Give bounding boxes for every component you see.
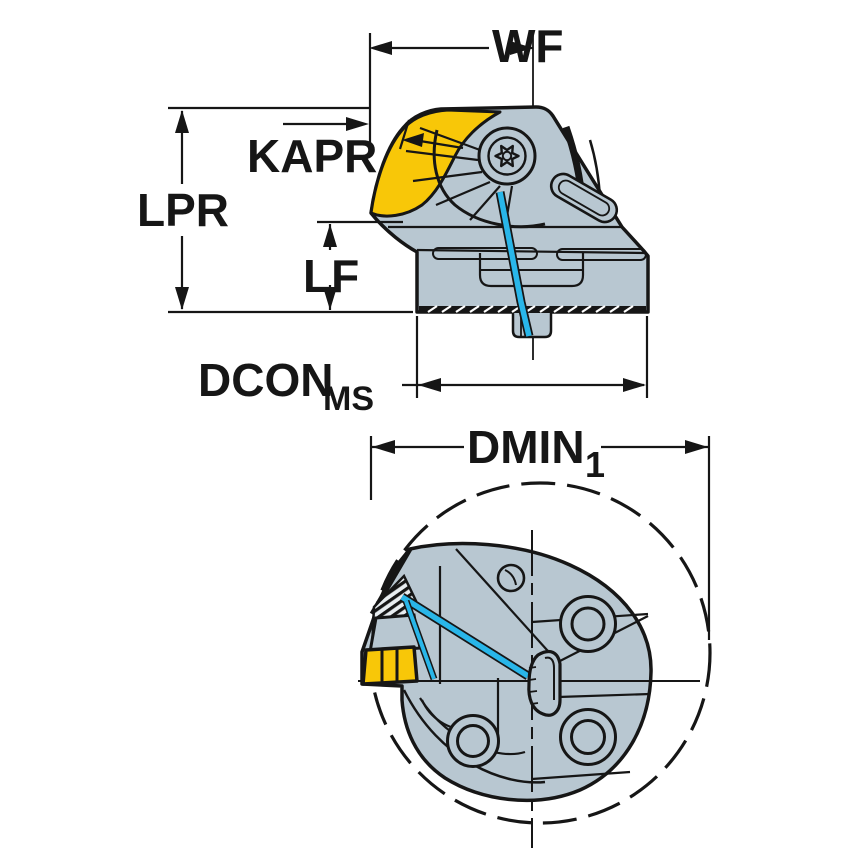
cutting-insert-front — [361, 645, 419, 686]
dmin-arrow-right — [685, 440, 708, 454]
kapr-arrow-right — [346, 117, 369, 131]
flange-pocket — [478, 253, 585, 288]
lf-arrow-top — [323, 224, 337, 247]
dim-label-kapr: KAPR — [247, 130, 377, 182]
dmin-arrow-left — [372, 440, 395, 454]
clamp-facet-lines — [405, 126, 514, 229]
dimension-dmin: DMIN 1 — [369, 421, 711, 640]
screw-holes — [446, 595, 617, 768]
dim-label-lf: LF — [303, 250, 359, 302]
dim-label-dmin: DMIN — [467, 421, 585, 473]
serrated-bottom-edge — [419, 305, 646, 313]
coolant-channel-side — [497, 191, 532, 337]
lf-arrow-bottom — [323, 287, 337, 310]
flange-top-line — [416, 248, 647, 255]
torx-socket — [494, 144, 520, 168]
dim-label-dcon-subscript: MS — [323, 380, 374, 418]
coolant-channel-front-1 — [400, 594, 530, 679]
dcon-arrow-left — [418, 378, 441, 392]
dimension-lf: LF — [303, 220, 403, 310]
wf-arrow-left — [369, 41, 392, 55]
dcon-arrow-right — [623, 378, 646, 392]
lpr-arrow-bottom — [175, 287, 189, 310]
kapr-arrow-left — [402, 133, 424, 147]
front-view: DMIN 1 — [358, 421, 712, 848]
dimension-lpr: LPR — [137, 110, 229, 310]
lpr-arrow-top — [175, 110, 189, 133]
dim-label-dcon: DCON — [198, 354, 333, 406]
flange-groove-right — [556, 248, 647, 261]
dim-label-lpr: LPR — [137, 184, 229, 236]
clamp-screw — [477, 126, 537, 186]
clamp-edge — [432, 129, 546, 229]
dim-label-dmin-subscript: 1 — [585, 444, 605, 485]
top-edge-hole — [496, 563, 526, 593]
kapr-edge-tick — [398, 119, 411, 150]
dimension-wf: WF — [369, 20, 564, 72]
dimension-kapr: KAPR — [247, 117, 464, 182]
coolant-channel-front-2 — [404, 600, 436, 680]
insert-seat-tongue — [527, 650, 562, 717]
dimension-dcon: DCON MS — [198, 316, 649, 418]
tool-head-side — [369, 105, 650, 339]
side-view: WF LPR KAPR LF — [137, 20, 650, 418]
dim-label-wf: WF — [492, 20, 564, 72]
wf-arrow-right — [510, 41, 533, 55]
kidney-slot — [549, 172, 619, 224]
flange-groove-left — [432, 247, 538, 260]
